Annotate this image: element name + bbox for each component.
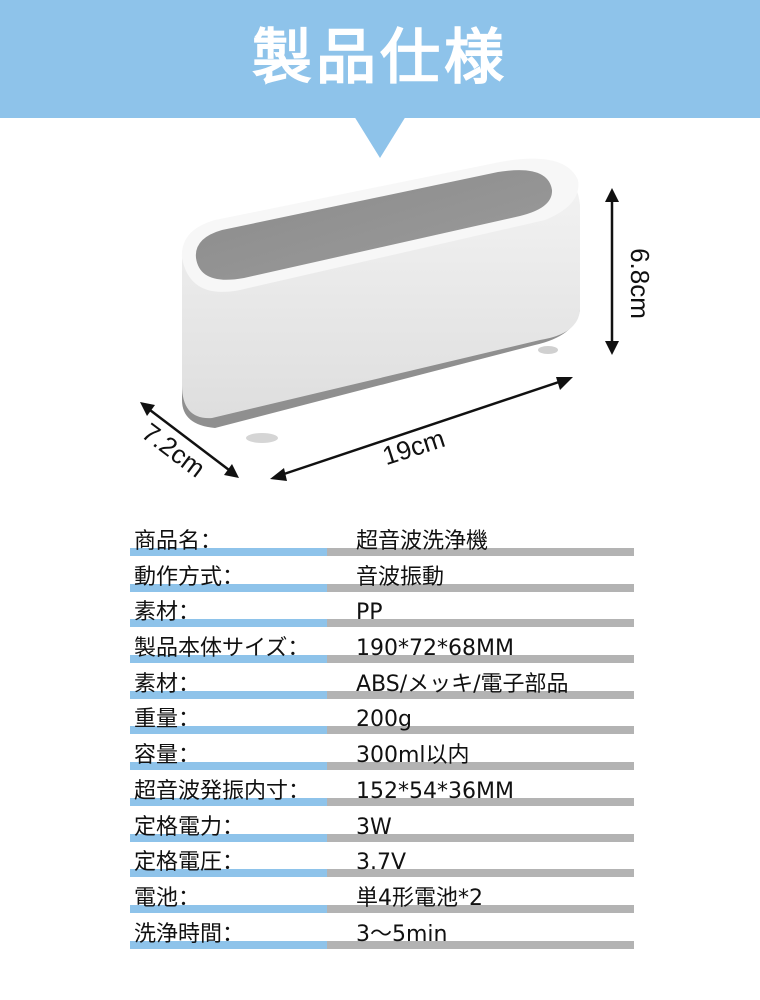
spec-value: 3.7V [356, 850, 407, 876]
spec-table: 商品名： 超音波洗浄機 動作方式： 音波振動 素材： PP 製品本体サイズ： 190*7… [130, 527, 634, 955]
spec-row: 動作方式： 音波振動 [130, 563, 634, 599]
spec-label: 素材： [134, 600, 201, 626]
spec-label: 定格電圧： [134, 850, 245, 876]
spec-value: 200g [356, 707, 412, 733]
spec-row: 商品名： 超音波洗浄機 [130, 527, 634, 563]
spec-row: 容量： 300ml以内 [130, 741, 634, 777]
spec-row: 定格電力： 3W [130, 813, 634, 849]
spec-value: PP [356, 600, 383, 626]
spec-value: 音波振動 [356, 564, 445, 590]
height-dimension-label: 6.8cm [624, 248, 655, 319]
spec-value: 152*54*36MM [356, 778, 514, 804]
spec-label: 電池： [134, 885, 201, 911]
spec-label: 洗浄時間： [134, 921, 245, 947]
spec-value: 単4形電池*2 [356, 885, 483, 911]
spec-value: 190*72*68MM [356, 636, 514, 662]
spec-value: 300ml以内 [356, 743, 470, 769]
banner-pointer [354, 116, 406, 158]
spec-row: 洗浄時間： 3～5min [130, 920, 634, 956]
spec-label: 定格電力： [134, 814, 245, 840]
spec-label: 商品名： [134, 529, 223, 554]
spec-label: 製品本体サイズ： [134, 636, 310, 662]
spec-row: 超音波発振内寸： 152*54*36MM [130, 777, 634, 813]
spec-value: 3～5min [356, 921, 448, 947]
spec-row: 重量： 200g [130, 705, 634, 741]
spec-row: 素材： PP [130, 598, 634, 634]
page-title: 製品仕様 [252, 23, 508, 93]
spec-row: 素材： ABS/メッキ/電子部品 [130, 670, 634, 706]
spec-label: 超音波発振内寸： [134, 778, 311, 804]
spec-label: 素材： [134, 671, 201, 697]
spec-value: ABS/メッキ/電子部品 [356, 671, 569, 697]
spec-label: 重量： [134, 707, 201, 733]
spec-value: 超音波洗浄機 [356, 529, 489, 554]
spec-row: 電池： 単4形電池*2 [130, 884, 634, 920]
spec-value: 3W [356, 814, 392, 840]
spec-label: 容量： [134, 743, 201, 769]
spec-row: 定格電圧： 3.7V [130, 848, 634, 884]
product-illustration: 6.8cm 19cm 7.2cm [0, 150, 760, 510]
spec-row: 製品本体サイズ： 190*72*68MM [130, 634, 634, 670]
ultrasonic-cleaner-image [140, 158, 619, 481]
spec-label: 動作方式： [134, 564, 245, 590]
header-banner [0, 0, 760, 118]
